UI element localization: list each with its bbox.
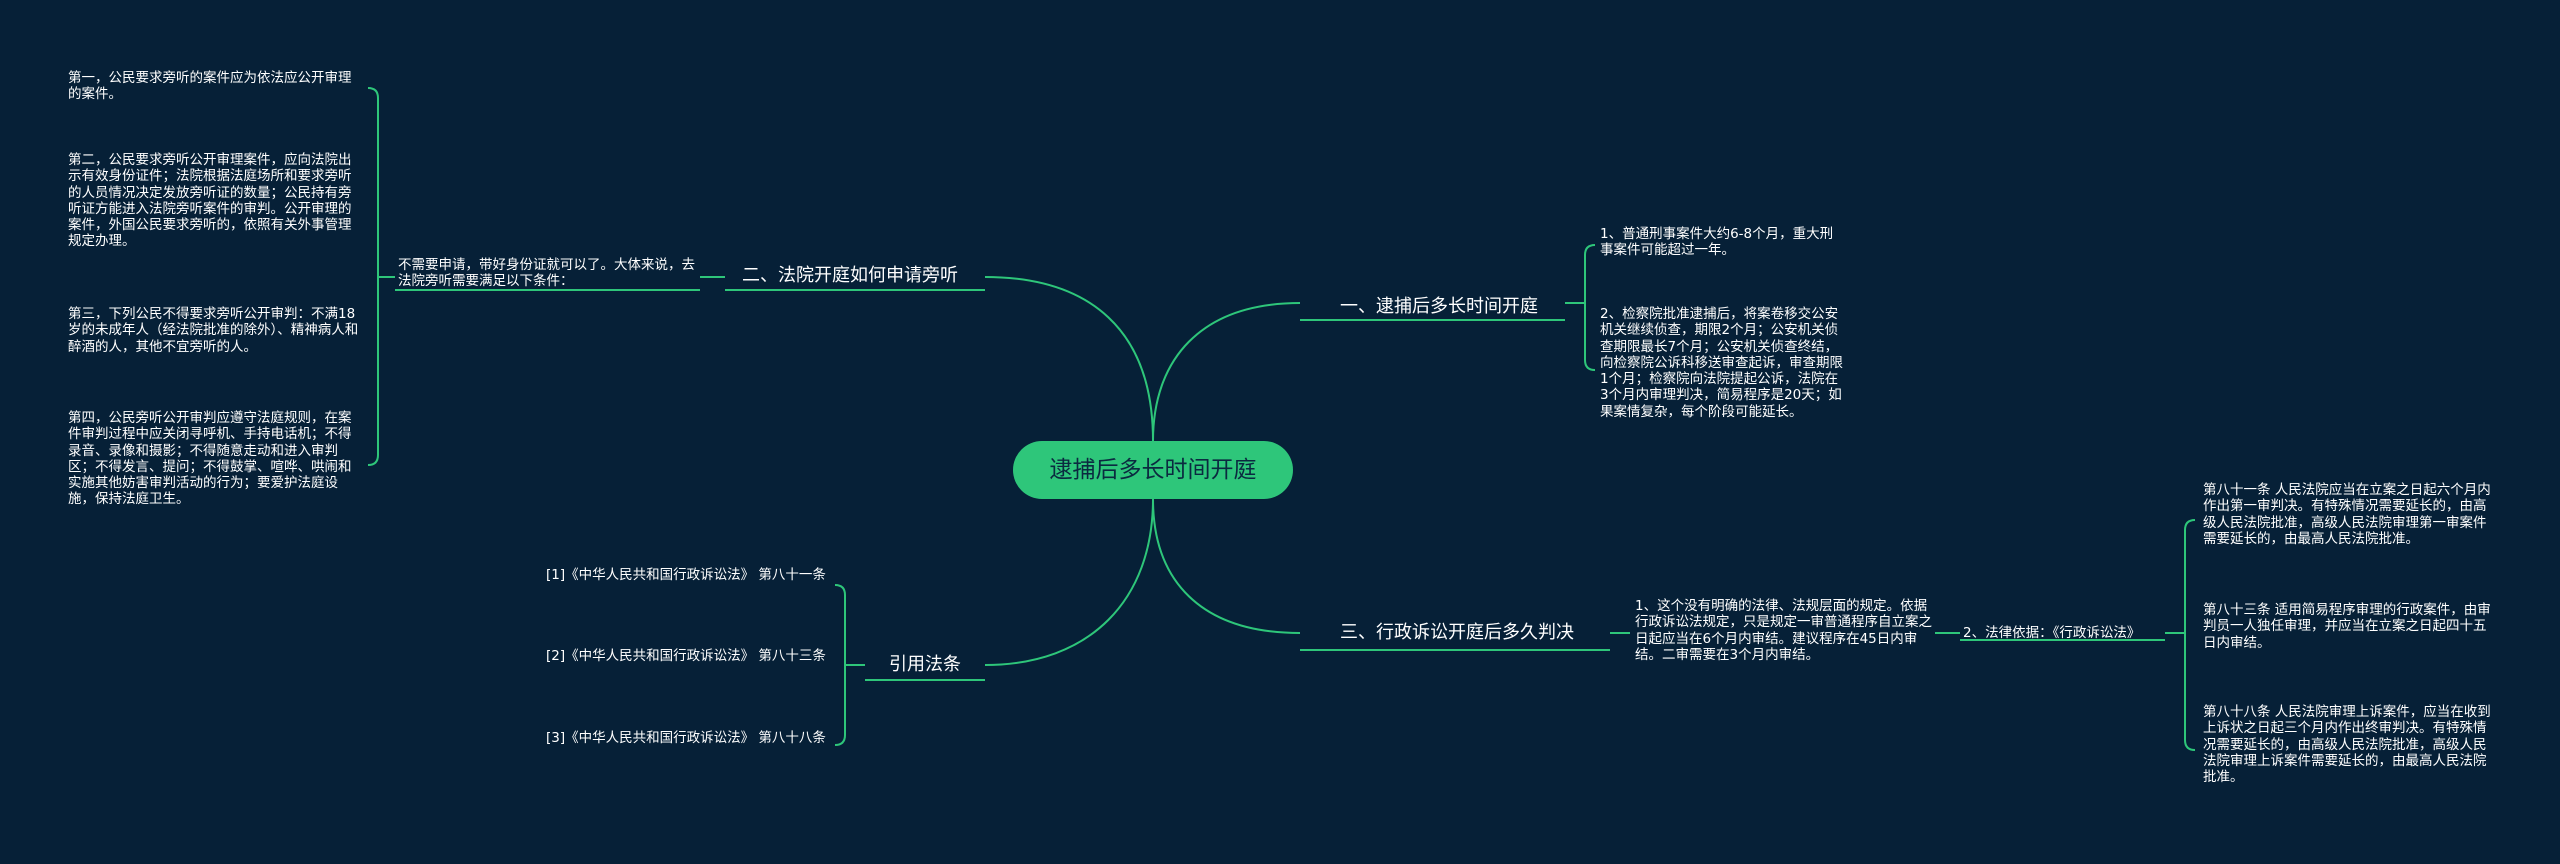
link-root-b4: [984, 498, 1154, 666]
b2-item-3[interactable]: 第三，下列公民不得要求旁听公开审判：不满18岁的未成年人（经法院批准的除外）、精…: [68, 306, 359, 355]
branch-b3[interactable]: 三、行政诉讼开庭后多久判决: [1340, 622, 1574, 643]
bracket-b4: [834, 584, 846, 746]
bracket-laws: [2184, 519, 2196, 751]
branch-b4[interactable]: 引用法条: [889, 654, 961, 675]
b2-item-4[interactable]: 第四，公民旁听公开审判应遵守法庭规则，在案件审判过程中应关闭寻呼机、手持电话机；…: [68, 410, 352, 508]
link-root-b1: [1152, 302, 1301, 442]
branch-b1[interactable]: 一、逮捕后多长时间开庭: [1340, 296, 1538, 317]
link-root-b2: [984, 276, 1154, 442]
b3-law-1[interactable]: 第八十一条 人民法院应当在立案之日起六个月内作出第一审判决。有特殊情况需要延长的…: [2203, 482, 2491, 547]
link-root-b3: [1152, 498, 1301, 634]
b4-item-2[interactable]: [2]《中华人民共和国行政诉讼法》 第八十三条: [546, 648, 826, 664]
b4-item-1[interactable]: [1]《中华人民共和国行政诉讼法》 第八十一条: [546, 567, 826, 583]
b1-item-1[interactable]: 1、普通刑事案件大约6-8个月，重大刑事案件可能超过一年。: [1600, 226, 1834, 259]
branch-b2[interactable]: 二、法院开庭如何申请旁听: [742, 265, 958, 286]
b3-item-2[interactable]: 2、法律依据：《行政诉讼法》: [1963, 625, 2141, 641]
b2-item-2[interactable]: 第二，公民要求旁听公开审理案件，应向法院出示有效身份证件；法院根据法庭场所和要求…: [68, 152, 352, 250]
b2-intro[interactable]: 不需要申请，带好身份证就可以了。大体来说，去法院旁听需要满足以下条件：: [398, 257, 695, 290]
root-node[interactable]: 逮捕后多长时间开庭: [1013, 441, 1293, 499]
b3-item-1[interactable]: 1、这个没有明确的法律、法规层面的规定。依据行政诉讼法规定，只是规定一审普通程序…: [1635, 598, 1932, 663]
b2-item-1[interactable]: 第一，公民要求旁听的案件应为依法应公开审理的案件。: [68, 70, 352, 103]
b1-item-2[interactable]: 2、检察院批准逮捕后，将案卷移交公安机关继续侦查，期限2个月；公安机关侦查期限最…: [1600, 306, 1843, 420]
bracket-b1: [1584, 244, 1596, 371]
b4-item-3[interactable]: [3]《中华人民共和国行政诉讼法》 第八十八条: [546, 730, 826, 746]
b3-law-3[interactable]: 第八十八条 人民法院审理上诉案件，应当在收到上诉状之日起三个月内作出终审判决。有…: [2203, 704, 2491, 786]
b3-law-2[interactable]: 第八十三条 适用简易程序审理的行政案件，由审判员一人独任审理，并应当在立案之日起…: [2203, 602, 2491, 651]
bracket-b2: [367, 87, 379, 466]
